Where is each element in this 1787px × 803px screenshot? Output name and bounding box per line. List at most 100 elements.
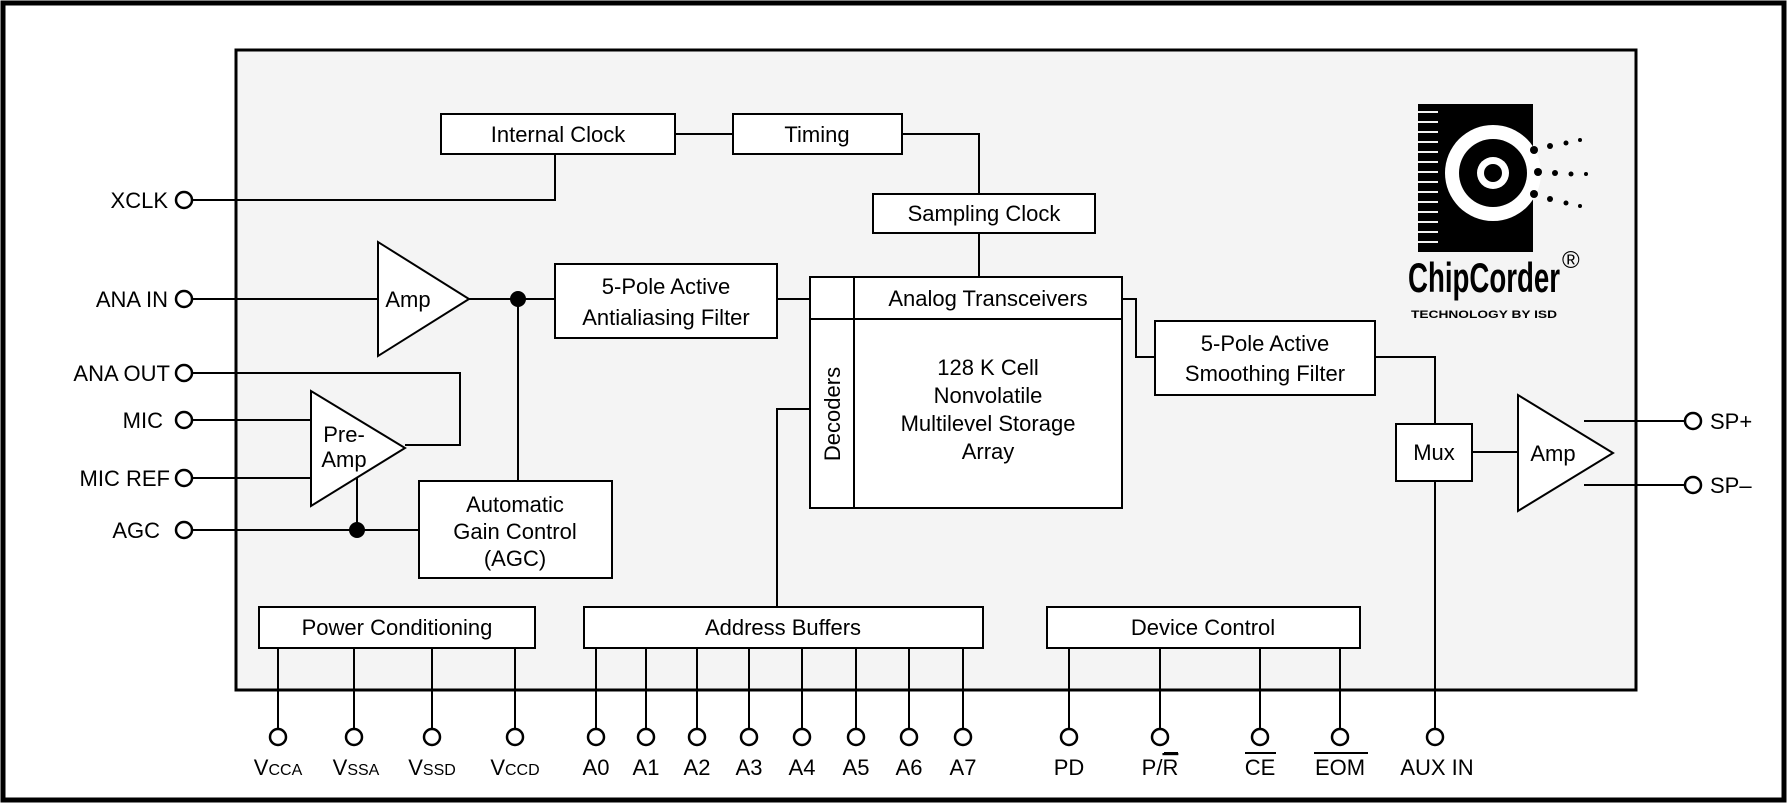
logo-chip-icon [1418, 104, 1588, 252]
pin-mic [174, 410, 194, 430]
pin-ana-out-label: ANA OUT [73, 361, 170, 386]
output-amp-label: Amp [1530, 441, 1575, 466]
pin-mic-ref-label: MIC REF [80, 466, 170, 491]
timing-block: Timing [732, 113, 903, 155]
pin-a0-label: A0 [583, 755, 610, 780]
storage-label-2: Nonvolatile [934, 383, 1043, 408]
right-pins: SP+ SP– [1683, 409, 1752, 498]
internal-clock-block: Internal Clock [440, 113, 676, 155]
mux-label: Mux [1413, 440, 1455, 465]
pin-pr-r: R [1162, 755, 1178, 780]
pin-a4-label: A4 [789, 755, 816, 780]
pin-sp-plus [1683, 411, 1703, 431]
pin-vccd-label: VCCD [490, 755, 539, 780]
preamp-label-1: Pre- [323, 422, 365, 447]
pin-a7 [953, 727, 973, 747]
logo-registered: ® [1562, 247, 1580, 274]
pin-vccd [505, 727, 525, 747]
pin-ce-label: CE [1245, 755, 1276, 780]
pin-pr [1150, 727, 1170, 747]
storage-label-3: Multilevel Storage [901, 411, 1076, 436]
pin-pd-label: PD [1054, 755, 1085, 780]
pin-vccd-main: V [490, 755, 505, 780]
device-control-label: Device Control [1131, 615, 1275, 640]
pin-mic-label: MIC [123, 408, 163, 433]
bottom-pins: VCCA VSSA VSSD VCCD A0 A1 A2 A3 A4 A5 A6… [254, 727, 1474, 780]
pin-a1-label: A1 [633, 755, 660, 780]
storage-array-block: Analog Transceivers Decoders 128 K Cell … [809, 276, 1123, 509]
mux-block: Mux [1395, 423, 1473, 482]
address-buffers-block: Address Buffers [583, 606, 984, 649]
pin-eom-label: EOM [1315, 755, 1365, 780]
pin-agc [174, 520, 194, 540]
pin-vcca [268, 727, 288, 747]
junction-dot-amp-out [510, 291, 526, 307]
power-conditioning-label: Power Conditioning [302, 615, 493, 640]
agc-label-3: (AGC) [484, 546, 546, 571]
logo-name: ChipCorder [1408, 254, 1560, 301]
antialiasing-label-2: Antialiasing Filter [582, 305, 750, 330]
logo-tagline: TECHNOLOGY BY ISD [1411, 309, 1557, 321]
pin-a3 [739, 727, 759, 747]
pin-vssa-main: V [333, 755, 348, 780]
storage-label-1: 128 K Cell [937, 355, 1039, 380]
pin-pr-p: P/ [1142, 755, 1164, 780]
junction-dot-agc [349, 522, 365, 538]
pin-a5-label: A5 [843, 755, 870, 780]
pin-eom [1330, 727, 1350, 747]
device-control-block: Device Control [1046, 606, 1361, 649]
pin-a2 [687, 727, 707, 747]
pin-vccd-sub: CCD [505, 762, 540, 779]
pin-xclk [174, 190, 194, 210]
pin-xclk-label: XCLK [111, 188, 169, 213]
pin-vssd [422, 727, 442, 747]
pin-a7-label: A7 [950, 755, 977, 780]
power-conditioning-block: Power Conditioning [258, 606, 536, 649]
pin-a6-label: A6 [896, 755, 923, 780]
wires [192, 133, 1685, 729]
smoothing-label-2: Smoothing Filter [1185, 361, 1345, 386]
pin-a1 [636, 727, 656, 747]
pin-aux-in [1425, 727, 1445, 747]
sampling-clock-label: Sampling Clock [908, 201, 1062, 226]
pin-ce [1250, 727, 1270, 747]
pin-vcca-sub: CCA [268, 762, 302, 779]
decoders-label: Decoders [820, 367, 845, 461]
analog-transceivers-label: Analog Transceivers [888, 286, 1087, 311]
sampling-clock-block: Sampling Clock [872, 193, 1096, 234]
pin-vssa-sub: SSA [347, 762, 379, 779]
input-amp: Amp [377, 240, 471, 358]
agc-block: Automatic Gain Control (AGC) [418, 480, 613, 579]
pin-sp-plus-label: SP+ [1710, 409, 1752, 434]
pin-ana-in-label: ANA IN [96, 287, 168, 312]
pin-vssd-label: VSSD [408, 755, 456, 780]
timing-label: Timing [784, 122, 849, 147]
pin-a2-label: A2 [684, 755, 711, 780]
pin-sp-minus-label: SP– [1710, 473, 1752, 498]
pin-a3-label: A3 [736, 755, 763, 780]
pin-sp-minus [1683, 475, 1703, 495]
pin-mic-ref [174, 468, 194, 488]
pin-a4 [792, 727, 812, 747]
agc-label-1: Automatic [466, 492, 564, 517]
antialiasing-filter-block: 5-Pole Active Antialiasing Filter [554, 263, 778, 339]
left-pins: XCLK ANA IN ANA OUT MIC MIC REF AGC [73, 188, 194, 543]
pin-vcca-label: VCCA [254, 755, 303, 780]
pin-ana-in [174, 289, 194, 309]
address-buffers-label: Address Buffers [705, 615, 861, 640]
input-amp-label: Amp [385, 287, 430, 312]
preamp: Pre- Amp [310, 389, 407, 508]
preamp-label-2: Amp [321, 447, 366, 472]
pin-vssd-main: V [408, 755, 423, 780]
pin-pr-label: P/R [1142, 755, 1179, 780]
pin-a0 [586, 727, 606, 747]
pin-ana-out [174, 363, 194, 383]
antialiasing-label-1: 5-Pole Active [602, 274, 730, 299]
agc-label-2: Gain Control [453, 519, 577, 544]
internal-clock-label: Internal Clock [491, 122, 627, 147]
pin-vssd-sub: SSD [423, 762, 456, 779]
pin-a5 [846, 727, 866, 747]
smoothing-label-1: 5-Pole Active [1201, 331, 1329, 356]
pin-agc-label: AGC [112, 518, 160, 543]
